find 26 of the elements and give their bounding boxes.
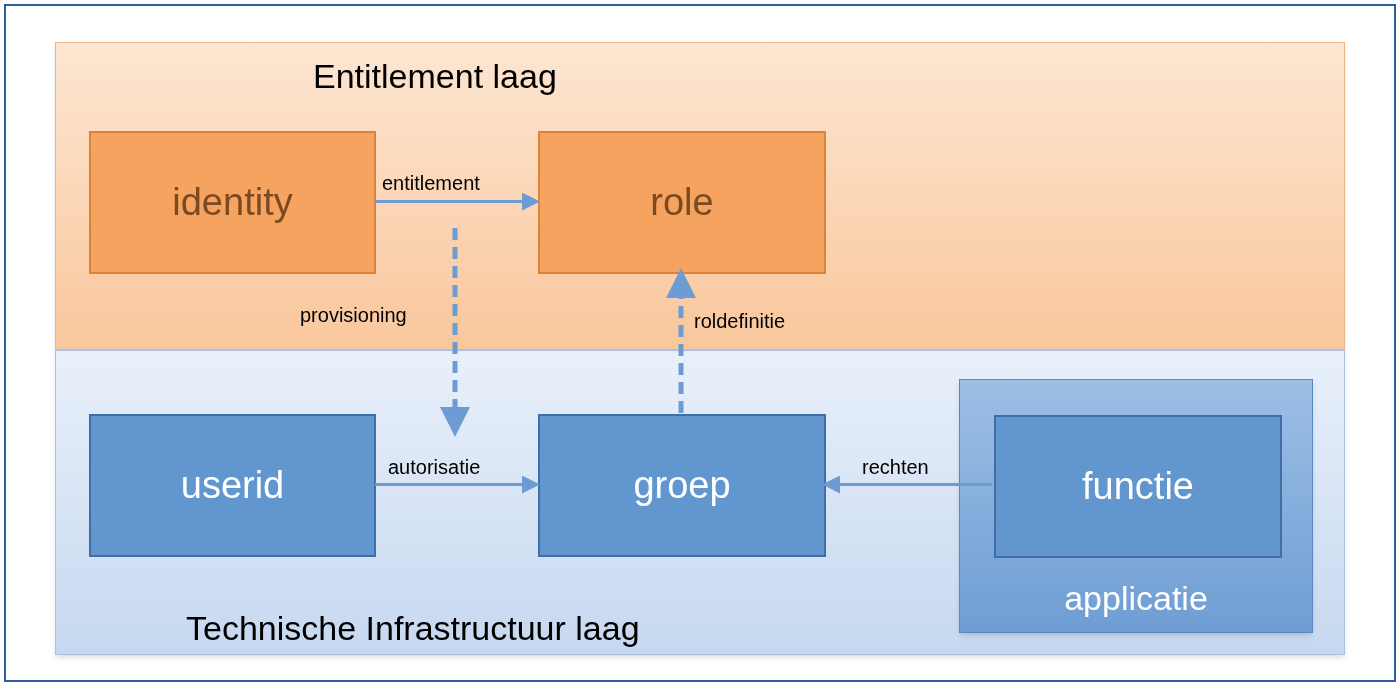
edge-label: roldefinitie bbox=[694, 309, 786, 334]
component-box bbox=[538, 414, 826, 557]
component-box bbox=[89, 414, 376, 557]
edge-label: entitlement bbox=[382, 171, 480, 196]
edge-label: provisioning bbox=[300, 303, 407, 328]
arrow bbox=[375, 192, 540, 211]
component-box bbox=[994, 415, 1282, 558]
application-container bbox=[959, 379, 1313, 633]
arrow bbox=[440, 228, 470, 437]
arrow bbox=[822, 475, 992, 494]
edge-label: rechten bbox=[862, 455, 929, 480]
node-label: Technische Infrastructuur laag bbox=[186, 608, 640, 649]
node-label: groep bbox=[633, 463, 731, 508]
layer-band bbox=[55, 350, 1345, 655]
node-label: identity bbox=[172, 180, 293, 225]
component-box bbox=[89, 131, 376, 274]
node-label: role bbox=[650, 180, 714, 225]
node-label: applicatie bbox=[1063, 578, 1209, 619]
component-box bbox=[538, 131, 826, 274]
layer-band bbox=[55, 42, 1345, 350]
arrow bbox=[375, 475, 540, 494]
node-label: functie bbox=[1082, 464, 1194, 509]
arrow bbox=[666, 268, 696, 413]
node-label: Entitlement laag bbox=[313, 56, 557, 97]
node-label: userid bbox=[180, 463, 285, 508]
edge-label: autorisatie bbox=[388, 455, 481, 480]
